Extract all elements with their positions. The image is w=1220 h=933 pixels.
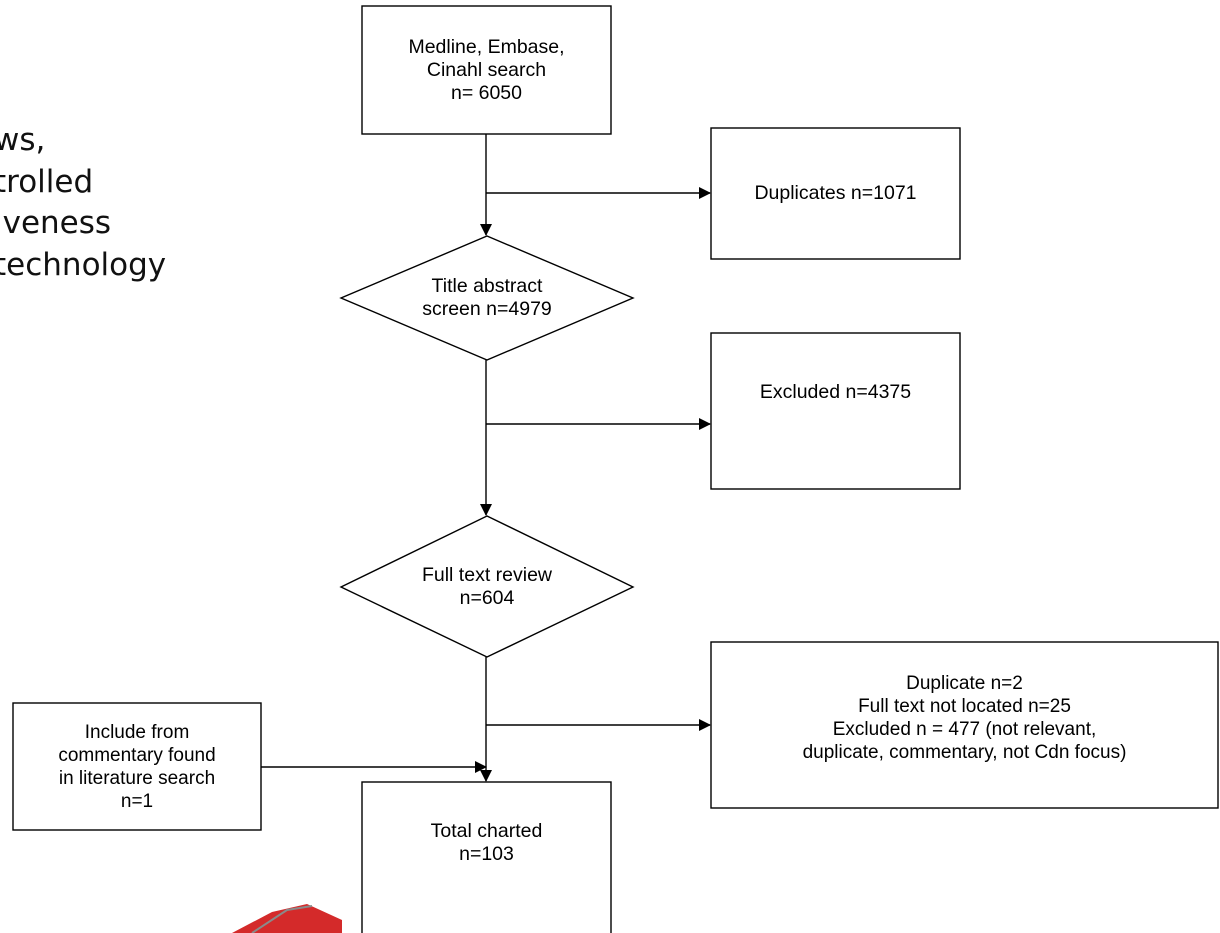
background-text-line: trolled bbox=[0, 163, 94, 200]
excluded-1-label: Excluded n=4375 bbox=[759, 381, 912, 403]
background-text-line: iveness bbox=[0, 205, 112, 241]
title-screen-label: Title abstract screen n=4979 bbox=[422, 275, 552, 320]
total-box bbox=[361, 781, 612, 933]
excluded-2-box bbox=[710, 641, 1219, 809]
duplicates-label: Duplicates n=1071 bbox=[754, 182, 917, 204]
background-text-line: technology bbox=[0, 246, 167, 283]
full-text-label: Full text review n=604 bbox=[421, 563, 553, 609]
excluded-2-label: Duplicate n=2 Full text not located n=25… bbox=[802, 673, 1127, 763]
title-screen-diamond bbox=[339, 235, 635, 361]
background-slide-text: ws, trolled iveness technology bbox=[0, 120, 166, 286]
excluded-1-box bbox=[710, 332, 961, 490]
background-text-line: ws, bbox=[0, 122, 46, 158]
full-text-diamond bbox=[339, 515, 635, 658]
logo-fragment bbox=[232, 904, 342, 933]
duplicates-box bbox=[710, 127, 961, 260]
search-label: Medline, Embase, Cinahl search n= 6050 bbox=[408, 35, 565, 104]
commentary-label: Include from commentary found in literat… bbox=[58, 721, 216, 812]
total-label: Total charted n=103 bbox=[430, 820, 543, 865]
